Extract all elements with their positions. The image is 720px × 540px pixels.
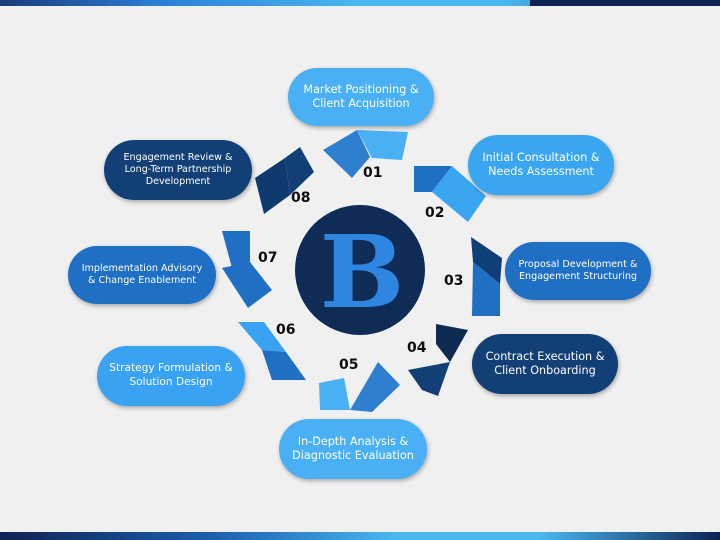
step-bubble-03: Proposal Development & Engagement Struct… — [505, 242, 651, 300]
step-number-07: 07 — [258, 250, 278, 266]
step-number-02: 02 — [425, 205, 445, 221]
arrow-06 — [238, 322, 306, 380]
arrow-03 — [471, 237, 502, 316]
center-logo: B — [295, 205, 425, 335]
step-number-05: 05 — [339, 357, 359, 373]
arrow-04 — [408, 324, 468, 396]
step-label-05: In-Depth Analysis & Diagnostic Evaluatio… — [292, 434, 414, 462]
step-label-07: Implementation Advisory & Change Enablem… — [81, 262, 203, 286]
step-label-04: Contract Execution & Client Onboarding — [485, 349, 605, 377]
logo-letter: B — [320, 213, 405, 331]
bottom-accent-bar — [0, 532, 720, 540]
step-number-01: 01 — [363, 165, 383, 181]
step-label-06: Strategy Formulation & Solution Design — [109, 362, 233, 388]
step-bubble-01: Market Positioning & Client Acquisition — [288, 68, 434, 126]
arrow-02 — [414, 166, 486, 222]
step-label-03: Proposal Development & Engagement Struct… — [518, 258, 638, 282]
step-bubble-07: Implementation Advisory & Change Enablem… — [68, 246, 216, 304]
step-bubble-02: Initial Consultation & Needs Assessment — [468, 135, 614, 195]
cycle-arrows — [222, 130, 502, 412]
step-bubble-06: Strategy Formulation & Solution Design — [97, 346, 245, 406]
step-number-06: 06 — [276, 322, 296, 338]
arrow-01 — [323, 130, 408, 178]
arrow-08 — [255, 147, 314, 214]
step-bubble-08: Engagement Review & Long-Term Partnershi… — [104, 140, 252, 200]
step-label-01: Market Positioning & Client Acquisition — [303, 82, 419, 110]
step-bubble-05: In-Depth Analysis & Diagnostic Evaluatio… — [279, 419, 427, 479]
top-accent-bar — [0, 0, 720, 6]
step-label-02: Initial Consultation & Needs Assessment — [482, 150, 600, 178]
step-label-08: Engagement Review & Long-Term Partnershi… — [123, 151, 233, 188]
top-accent-bar-dark — [530, 0, 720, 6]
step-number-03: 03 — [444, 273, 464, 289]
step-number-04: 04 — [407, 340, 427, 356]
arrow-07 — [222, 231, 272, 308]
step-bubble-04: Contract Execution & Client Onboarding — [472, 334, 618, 394]
arrow-05 — [319, 362, 400, 412]
step-number-08: 08 — [291, 190, 311, 206]
